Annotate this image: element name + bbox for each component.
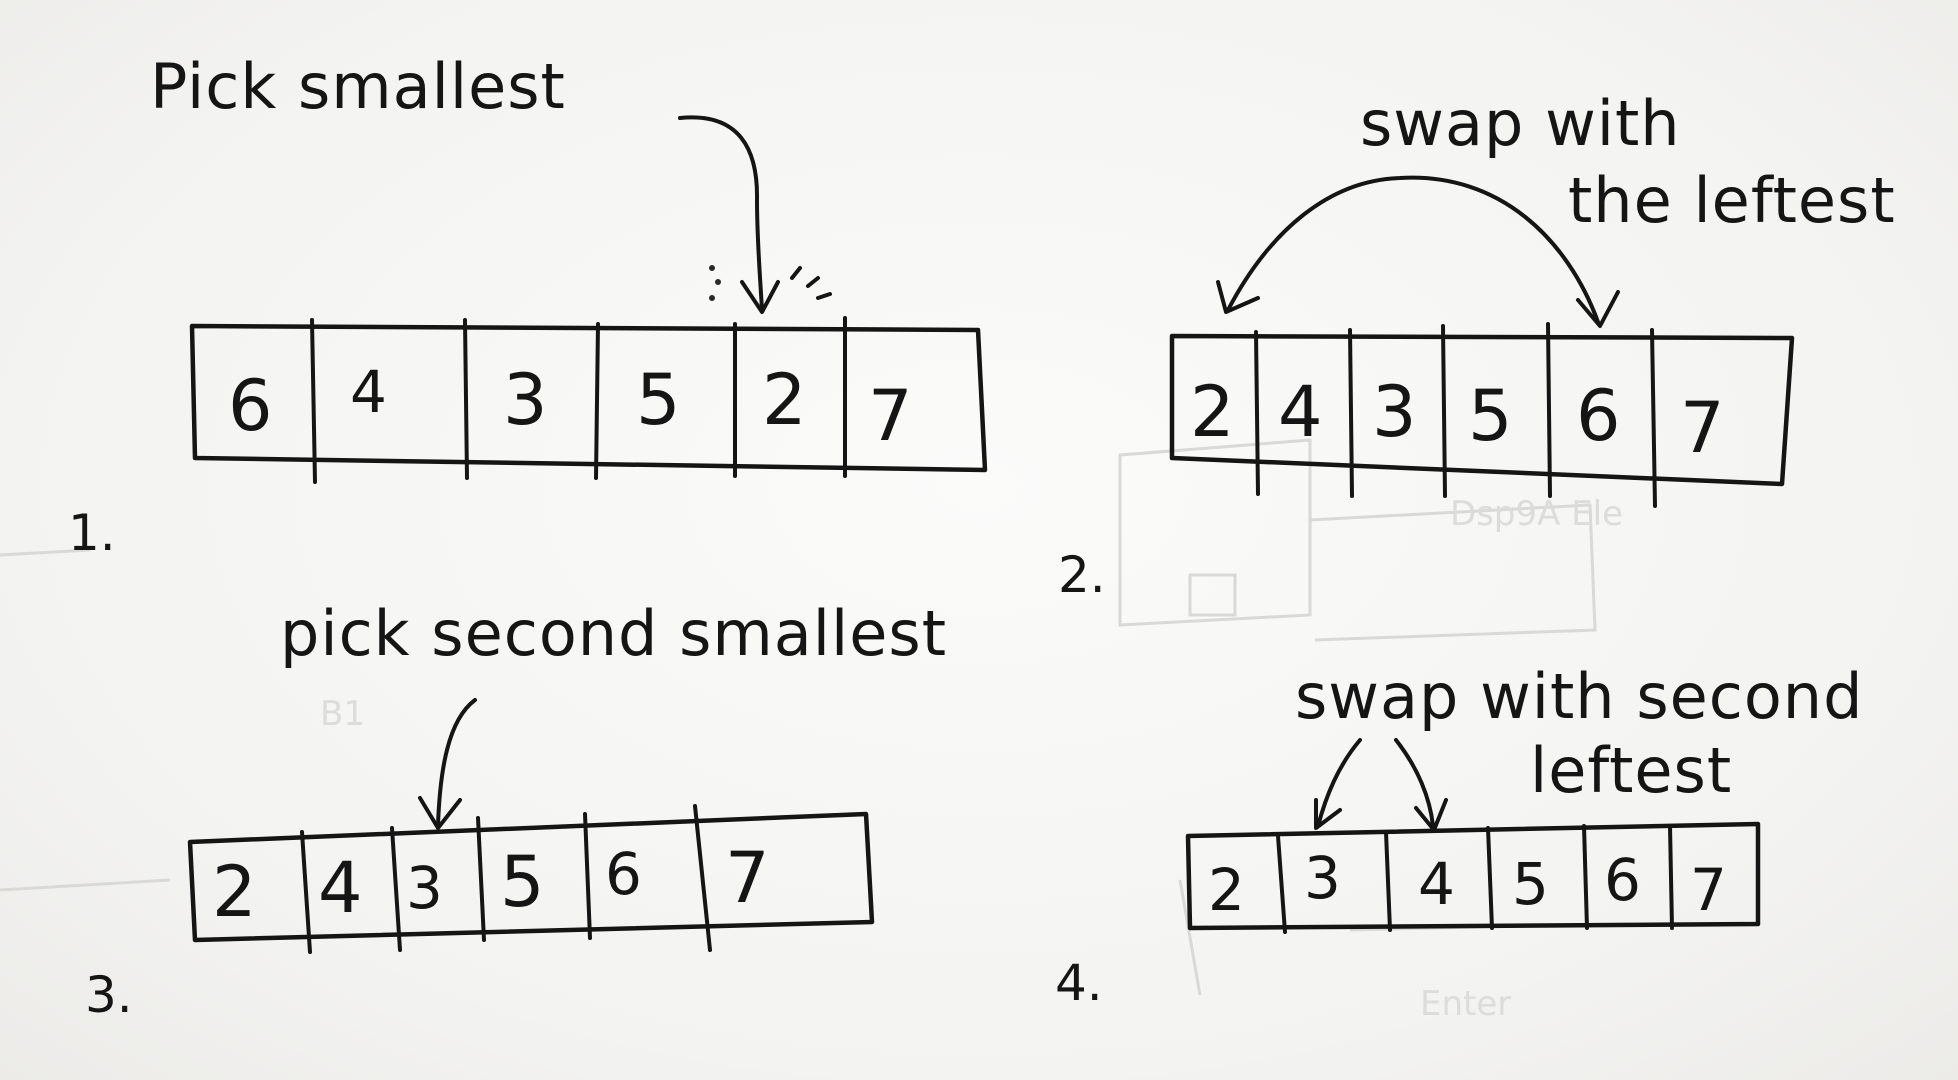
svg-text:Dsp9A Ele: Dsp9A Ele xyxy=(1450,494,1623,534)
step-1-array: 6 4 3 5 2 7 xyxy=(189,316,988,484)
step-4: swap with second leftest 2 3 4 5 6 7 4. xyxy=(1055,660,1863,1012)
step-2-number: 2. xyxy=(1058,546,1106,604)
svg-text:B1: B1 xyxy=(320,694,365,734)
step-4-cell-0: 2 xyxy=(1208,856,1245,924)
step-2-cell-1: 4 xyxy=(1278,371,1323,453)
step-3-cell-4: 6 xyxy=(605,840,642,908)
step-2-annotation-line-1: swap with xyxy=(1360,87,1681,160)
step-4-cell-3: 5 xyxy=(1512,850,1549,918)
step-1-pointer-arrow xyxy=(678,115,764,312)
step-1-cell-3: 5 xyxy=(636,359,681,441)
step-1-number: 1. xyxy=(68,504,116,562)
step-2-cell-4: 6 xyxy=(1576,375,1621,457)
step-1-cell-5: 7 xyxy=(868,375,913,457)
step-2-array: 2 4 3 5 6 7 xyxy=(1169,322,1795,508)
step-2-cell-2: 3 xyxy=(1372,371,1417,453)
step-4-swap-arrow-right xyxy=(1394,738,1435,828)
step-1-cell-1: 4 xyxy=(350,358,387,426)
step-2-annotation-line-2: the leftest xyxy=(1568,164,1896,237)
step-1: Pick smallest 6 4 3 5 2 7 1. xyxy=(68,50,988,562)
step-4-cell-1: 3 xyxy=(1304,844,1341,912)
step-4-cell-5: 7 xyxy=(1690,856,1727,924)
step-3-cell-5: 7 xyxy=(725,837,770,919)
step-2-swap-arrow xyxy=(1226,175,1600,324)
step-2-cell-3: 5 xyxy=(1468,375,1513,457)
step-3-cell-0: 2 xyxy=(212,851,257,933)
step-3-cell-2: 3 xyxy=(406,854,443,922)
step-3: pick second smallest 2 4 3 5 6 7 3. xyxy=(85,597,947,1024)
step-1-cell-2: 3 xyxy=(503,359,548,441)
step-3-pointer-arrow xyxy=(436,698,477,827)
step-4-swap-arrow-left xyxy=(1316,738,1362,828)
step-2-cell-5: 7 xyxy=(1680,387,1725,469)
svg-text:Enter: Enter xyxy=(1420,984,1511,1024)
step-2-cell-0: 2 xyxy=(1190,371,1235,453)
step-4-annotation-line-1: swap with second xyxy=(1295,660,1863,733)
step-3-annotation: pick second smallest xyxy=(280,597,947,670)
step-3-number: 3. xyxy=(85,966,133,1024)
step-1-cell-4: 2 xyxy=(762,359,807,441)
step-3-array: 2 4 3 5 6 7 xyxy=(187,804,875,954)
step-3-cell-1: 4 xyxy=(318,847,363,929)
step-4-cell-4: 6 xyxy=(1604,846,1641,914)
step-3-cell-3: 5 xyxy=(500,841,545,923)
step-4-array: 2 3 4 5 6 7 xyxy=(1185,821,1761,934)
step-1-cell-0: 6 xyxy=(228,365,273,447)
step-4-number: 4. xyxy=(1055,954,1103,1012)
step-4-annotation-line-2: leftest xyxy=(1530,734,1732,807)
step-1-annotation: Pick smallest xyxy=(150,50,566,123)
step-2: swap with the leftest 2 4 3 5 6 7 2. xyxy=(1058,87,1896,604)
step-4-cell-2: 4 xyxy=(1418,850,1455,918)
